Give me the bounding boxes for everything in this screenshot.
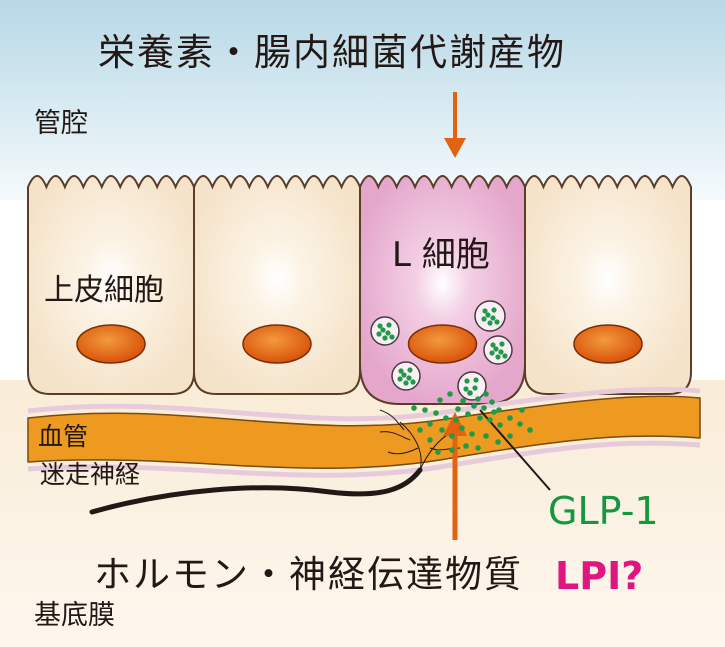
lumen-area bbox=[0, 0, 725, 200]
glp1-pointer bbox=[479, 409, 551, 491]
epithelial-cell bbox=[27, 175, 195, 395]
epithelial-cell bbox=[524, 175, 692, 395]
nucleus bbox=[76, 324, 146, 364]
blood-vessel bbox=[27, 395, 701, 470]
lpi-label: LPI? bbox=[555, 554, 644, 598]
secretory-granule bbox=[483, 335, 513, 365]
lumen-label: 管腔 bbox=[34, 108, 88, 139]
secretory-granule bbox=[370, 316, 400, 346]
vessel-upper-wall bbox=[27, 386, 701, 422]
secreted-glp1-dots bbox=[411, 390, 533, 455]
epithelial-cell bbox=[193, 175, 361, 395]
secretory-granule bbox=[474, 300, 506, 332]
secretory-granule bbox=[457, 371, 487, 401]
bottom-output-label: ホルモン・神経伝達物質 bbox=[94, 553, 523, 596]
secretory-granule bbox=[391, 361, 421, 391]
l-cell bbox=[359, 175, 526, 405]
basement-membrane-label: 基底膜 bbox=[34, 600, 115, 631]
vagus-nerve-label: 迷走神経 bbox=[40, 460, 141, 489]
nucleus bbox=[573, 324, 643, 364]
nerve-endings bbox=[379, 409, 461, 471]
l-cell-label: L 細胞 bbox=[392, 235, 490, 275]
epithelium-layer bbox=[27, 175, 692, 405]
glp1-label: GLP-1 bbox=[548, 489, 659, 533]
top-input-label: 栄養素・腸内細菌代謝産物 bbox=[98, 31, 566, 74]
epithelial-cell-label: 上皮細胞 bbox=[44, 273, 164, 308]
blood-vessel-label: 血管 bbox=[38, 422, 89, 451]
nucleus bbox=[242, 324, 312, 364]
arrow-down-icon bbox=[444, 92, 466, 158]
vagus-nerve bbox=[89, 467, 423, 515]
nucleus bbox=[407, 324, 478, 364]
